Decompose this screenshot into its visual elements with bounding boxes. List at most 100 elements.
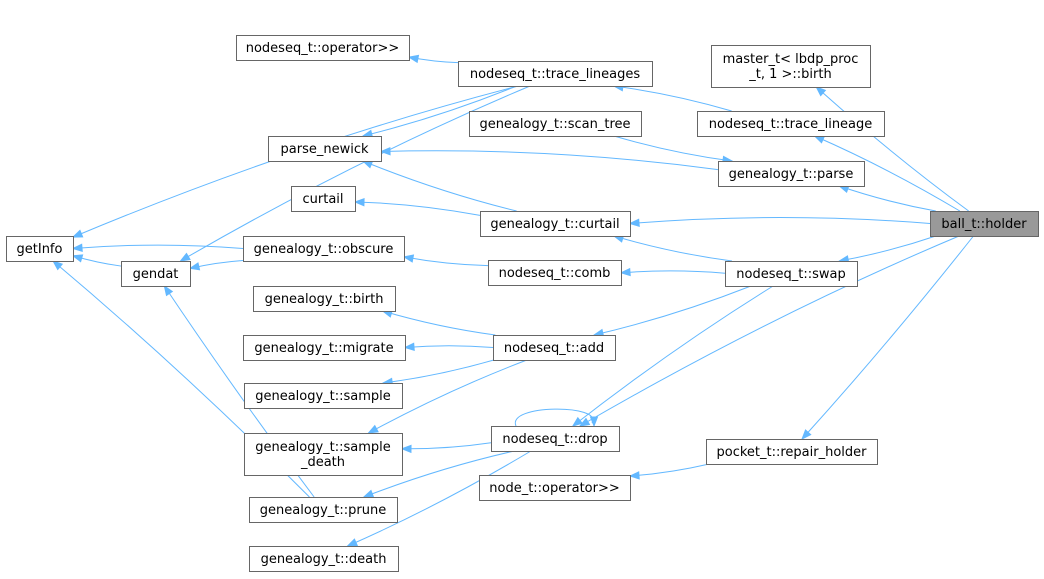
edge-gendat-to-g_obscure [188, 259, 244, 271]
edge-g_sample-to-n_add [381, 359, 494, 386]
edge-g_sample_death-to-n_drop [400, 442, 492, 454]
node-g_obscure[interactable]: genealogy_t::obscure [243, 236, 405, 262]
node-n_drop[interactable]: nodeseq_t::drop [491, 426, 620, 452]
node-label: genealogy_t::scan_tree [479, 117, 630, 132]
edge-n_comb-to-n_swap [619, 267, 726, 277]
edge-g_curtail-to-n_swap [612, 234, 733, 262]
node-g_sample[interactable]: genealogy_t::sample [244, 383, 403, 409]
node-label: genealogy_t::prune [260, 503, 386, 518]
node-box [488, 260, 622, 286]
edge-getInfo-to-gendat [71, 254, 122, 267]
node-label: nodeseq_t::trace_lineage [709, 117, 873, 132]
node-label: master_t< lbdp_proc [723, 52, 859, 67]
node-box [121, 261, 191, 287]
node-g_birth[interactable]: genealogy_t::birth [253, 286, 396, 312]
nodes-layer: ball_t::holder master_t< lbdp_proc_t, 1 >… [6, 35, 1039, 572]
edge-n_drop-to-n_drop [515, 408, 599, 428]
edge-master_birth-to-holder [815, 86, 969, 212]
node-gendat[interactable]: gendat [121, 261, 191, 287]
node-box [479, 475, 631, 501]
node-label: pocket_t::repair_holder [716, 445, 867, 460]
node-label: getInfo [17, 242, 63, 257]
node-label: parse_newick [281, 142, 369, 157]
node-node_op[interactable]: node_t::operator>> [479, 475, 631, 501]
edge-n_add-to-n_swap [592, 285, 752, 337]
edge-pocket_repair-to-holder [801, 235, 974, 441]
node-box [458, 61, 653, 87]
node-label: _t, 1 >::birth [748, 67, 831, 82]
edge-getInfo-to-g_obscure [71, 243, 244, 252]
node-g_death[interactable]: genealogy_t::death [249, 546, 399, 572]
node-label: nodeseq_t::trace_lineages [470, 67, 641, 82]
node-pocket_repair[interactable]: pocket_t::repair_holder [706, 439, 878, 465]
node-label: nodeseq_t::comb [499, 266, 611, 281]
node-nodeseq_op[interactable]: nodeseq_t::operator>> [236, 35, 410, 61]
edge-g_sample_death-to-n_add [367, 359, 528, 434]
node-box [243, 335, 406, 361]
node-label: genealogy_t::obscure [254, 242, 394, 257]
edge-g_birth-to-n_add [381, 309, 496, 336]
node-label: nodeseq_t::swap [736, 267, 845, 282]
node-box [493, 335, 616, 361]
node-g_migrate[interactable]: genealogy_t::migrate [243, 335, 406, 361]
node-label: nodeseq_t::drop [502, 432, 607, 447]
node-box [268, 136, 382, 162]
edge-g_parse-to-scan_tree [613, 135, 734, 164]
node-n_add[interactable]: nodeseq_t::add [493, 335, 616, 361]
edge-n_drop-to-holder [578, 235, 960, 427]
node-g_curtail[interactable]: genealogy_t::curtail [480, 211, 631, 237]
node-box [249, 546, 399, 572]
node-parse_newick[interactable]: parse_newick [268, 136, 382, 162]
node-label: ball_t::holder [941, 217, 1027, 232]
node-box [697, 111, 885, 137]
node-label: node_t::operator>> [489, 481, 620, 496]
node-trace_lineages[interactable]: nodeseq_t::trace_lineages [458, 61, 653, 87]
node-g_parse[interactable]: genealogy_t::parse [718, 161, 865, 187]
node-box [469, 111, 642, 137]
edge-curtail-to-g_curtail [353, 197, 481, 216]
node-box [491, 426, 620, 452]
node-label: gendat [133, 267, 179, 282]
node-label: genealogy_t::sample [255, 440, 391, 455]
node-trace_lineage[interactable]: nodeseq_t::trace_lineage [697, 111, 885, 137]
edge-g_death-to-n_drop [346, 450, 532, 547]
node-getInfo[interactable]: getInfo [6, 236, 74, 262]
node-box [718, 161, 865, 187]
node-box [249, 497, 398, 523]
node-n_comb[interactable]: nodeseq_t::comb [488, 260, 622, 286]
node-box [480, 211, 631, 237]
node-master_birth[interactable]: master_t< lbdp_proc_t, 1 >::birth [711, 45, 871, 88]
node-label: nodeseq_t::add [504, 341, 604, 356]
node-g_prune[interactable]: genealogy_t::prune [249, 497, 398, 523]
node-box [725, 261, 858, 287]
node-n_swap[interactable]: nodeseq_t::swap [725, 261, 858, 287]
edge-g_obscure-to-n_comb [402, 254, 489, 267]
node-label: genealogy_t::death [261, 552, 387, 567]
node-box [244, 383, 403, 409]
node-box [6, 236, 74, 262]
node-label: genealogy_t::birth [265, 292, 384, 307]
node-label: genealogy_t::curtail [490, 217, 619, 232]
edge-g_migrate-to-n_add [403, 342, 494, 351]
edge-parse_newick-to-g_parse [379, 147, 719, 171]
node-curtail[interactable]: curtail [291, 186, 356, 212]
node-label: nodeseq_t::operator>> [246, 41, 400, 56]
node-label: _death [300, 455, 345, 470]
node-box [930, 211, 1039, 237]
edge-n_swap-to-holder [837, 235, 936, 264]
edge-n_drop-to-n_swap [571, 285, 774, 427]
node-box [291, 186, 356, 212]
node-g_sample_death[interactable]: genealogy_t::sample_death [244, 433, 403, 476]
node-holder[interactable]: ball_t::holder [930, 211, 1039, 237]
node-box [711, 45, 871, 88]
node-box [243, 236, 405, 262]
edge-gendat-to-trace_lineages [179, 85, 531, 262]
node-box [236, 35, 410, 61]
node-label: genealogy_t::parse [729, 167, 854, 182]
node-scan_tree[interactable]: genealogy_t::scan_tree [469, 111, 642, 137]
node-box [706, 439, 878, 465]
edge-nodeseq_op-to-trace_lineages [407, 54, 459, 64]
node-box [244, 433, 403, 476]
node-label: genealogy_t::sample [255, 389, 391, 404]
